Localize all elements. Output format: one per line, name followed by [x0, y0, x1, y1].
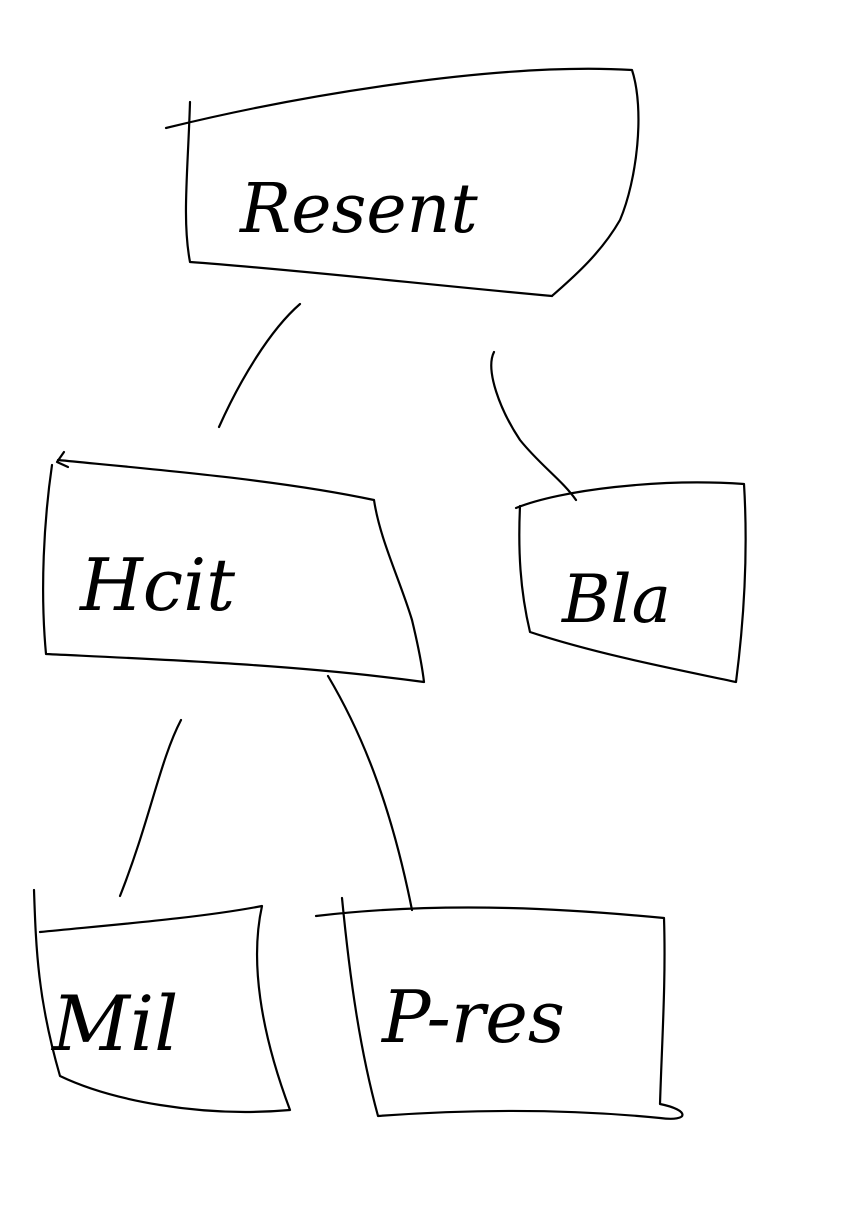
- node-mid-right-box: [514, 481, 747, 684]
- node-leaf-right: P-res: [314, 896, 684, 1120]
- node-mid-left-corner-mark: [55, 450, 70, 469]
- node-mid-left-box: [42, 458, 426, 684]
- edge-mid-left-to-leaf-left: [118, 718, 183, 898]
- node-leaf-left-box: [32, 888, 292, 1113]
- node-root-box: [164, 67, 640, 298]
- node-leaf-left-label: Mil: [50, 979, 178, 1068]
- edge-mid-left-to-leaf-right: [326, 674, 414, 912]
- node-mid-right-label: Bla: [561, 561, 671, 638]
- node-leaf-left: Mil: [32, 888, 292, 1113]
- node-leaf-right-box: [314, 896, 684, 1120]
- node-mid-right: Bla: [514, 481, 747, 684]
- edge-root-to-mid-right: [490, 350, 578, 502]
- edge-root-to-mid-left: [217, 302, 302, 429]
- node-mid-left: Hcit: [42, 450, 426, 684]
- node-leaf-right-label: P-res: [380, 975, 565, 1059]
- node-mid-left-label: Hcit: [78, 543, 236, 627]
- node-root-label: Resent: [238, 170, 478, 249]
- node-root: Resent: [164, 67, 640, 298]
